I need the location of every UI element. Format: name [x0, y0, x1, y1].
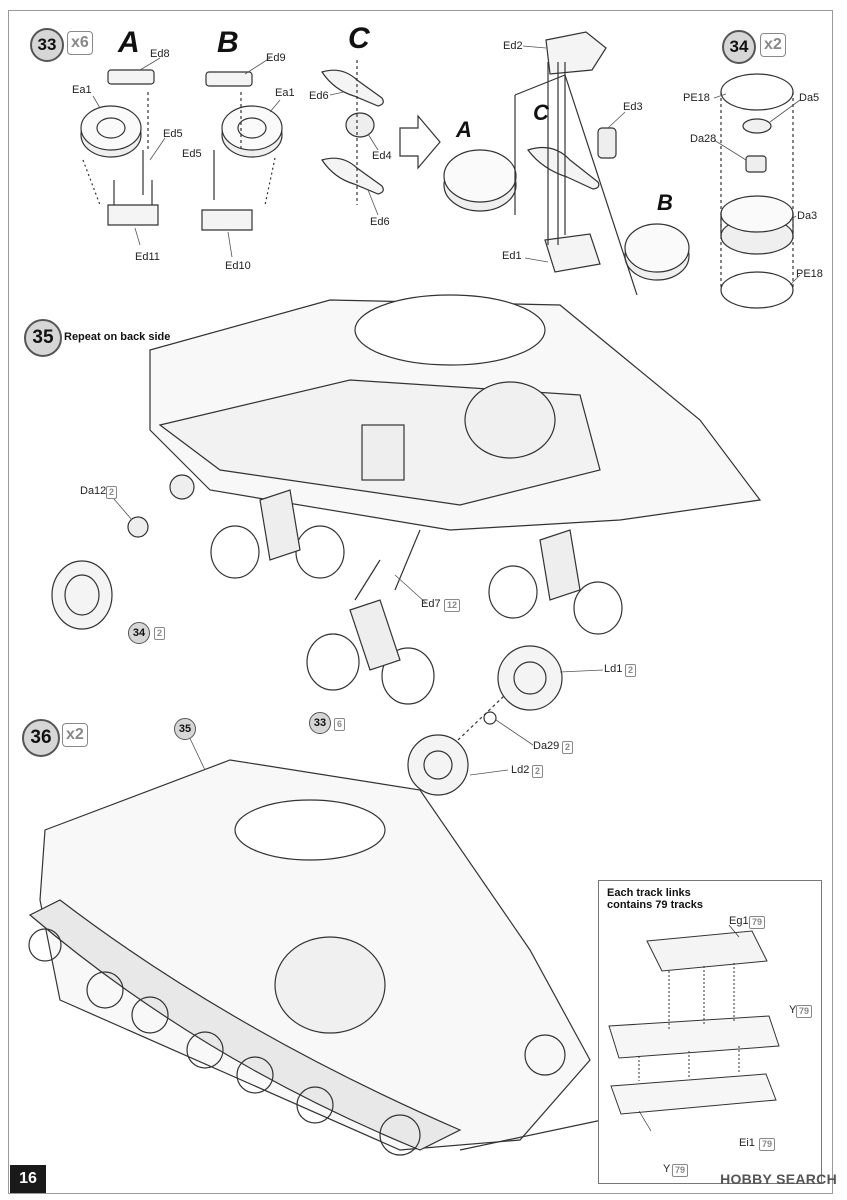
qty-ld2: 2	[532, 765, 544, 778]
part-label-da3: Da3	[797, 210, 818, 222]
step-35-badge: 35	[24, 319, 62, 357]
qty-y-b: 79	[672, 1164, 689, 1177]
qty-ei1: 79	[759, 1138, 776, 1151]
hull-drawing-35	[51, 294, 762, 796]
assembly-letter-b-2: B	[657, 190, 673, 215]
assembly-letter-a-2: A	[456, 117, 472, 142]
part-label-eg1: Eg1	[729, 915, 749, 927]
qty-ed7: 12	[444, 599, 461, 612]
part-label-ed11: Ed11	[135, 251, 160, 263]
qty-y: 79	[796, 1005, 813, 1018]
suspension-units	[210, 489, 623, 635]
ref-step-35-badge: 35	[174, 718, 196, 740]
part-label-ld1: Ld1	[604, 663, 623, 675]
track-note: Each track links contains 79 tracks	[607, 887, 703, 911]
qty-eg1: 79	[749, 916, 766, 929]
ref-step-34-badge: 34	[128, 622, 150, 644]
bogie-33-installed	[306, 529, 435, 705]
assembly-letter-c-2: C	[533, 100, 549, 125]
assembly-letter-a: A	[118, 26, 140, 59]
assembly-letter-c: C	[348, 22, 370, 55]
qty-ld1: 2	[625, 664, 637, 677]
part-label-ed6: Ed6	[309, 90, 329, 102]
part-label-da28: Da28	[690, 133, 717, 145]
qty-ref-33: 6	[334, 718, 346, 731]
part-label-pe18-b: PE18	[796, 268, 823, 280]
combined-bogie-drawing	[443, 31, 690, 296]
tank-drawing-36	[28, 759, 603, 1156]
part-label-ed6-b: Ed6	[370, 216, 390, 228]
part-label-ei1: Ei1	[739, 1137, 755, 1149]
watermark-logo: HOBBY SEARCH	[720, 1171, 837, 1187]
part-label-ed4: Ed4	[372, 150, 392, 162]
part-label-ea1-b: Ea1	[275, 87, 295, 99]
part-label-ed8: Ed8	[150, 48, 170, 60]
step-34-multiplier: x2	[760, 33, 786, 57]
step-33-multiplier: x6	[67, 31, 93, 55]
road-wheel-drawing	[720, 73, 794, 309]
part-label-y: Y	[789, 1004, 797, 1016]
page-frame	[8, 10, 833, 1194]
step-35-note: Repeat on back side	[64, 331, 171, 343]
bogie-a-drawing	[80, 69, 159, 226]
part-label-y-b: Y	[663, 1163, 671, 1175]
step-33-badge: 33	[30, 28, 64, 62]
qty-da29: 2	[562, 741, 574, 754]
step-34-badge: 34	[722, 30, 756, 64]
qty-ref-34: 2	[154, 627, 166, 640]
bogie-b-drawing	[201, 71, 283, 231]
step-36-badge: 36	[22, 719, 60, 757]
part-label-da12: Da12	[80, 485, 107, 497]
part-label-ed7: Ed7	[421, 598, 441, 610]
ref-step-33-badge: 33	[309, 712, 331, 734]
part-label-ed5: Ed5	[163, 128, 183, 140]
sprocket-drawing	[407, 645, 563, 796]
track-links-inset: Each track links contains 79 tracks Eg1 …	[598, 880, 822, 1184]
part-label-da29: Da29	[533, 740, 560, 752]
track-links-drawing	[608, 924, 780, 1132]
part-label-ed5-b: Ed5	[182, 148, 202, 160]
part-label-ed10: Ed10	[225, 260, 251, 272]
part-label-ed2: Ed2	[503, 40, 523, 52]
assembly-letter-b: B	[217, 26, 239, 59]
part-label-ed3: Ed3	[623, 101, 643, 113]
part-label-da5: Da5	[799, 92, 820, 104]
part-label-ed9: Ed9	[266, 52, 286, 64]
bogie-c-drawing	[321, 60, 441, 205]
qty-da12: 2	[106, 486, 118, 499]
part-label-ea1: Ea1	[72, 84, 92, 96]
step-36-multiplier: x2	[62, 723, 88, 747]
part-label-ld2: Ld2	[511, 764, 530, 776]
part-label-ed1: Ed1	[502, 250, 522, 262]
page-number: 16	[10, 1165, 46, 1193]
part-label-pe18: PE18	[683, 92, 710, 104]
